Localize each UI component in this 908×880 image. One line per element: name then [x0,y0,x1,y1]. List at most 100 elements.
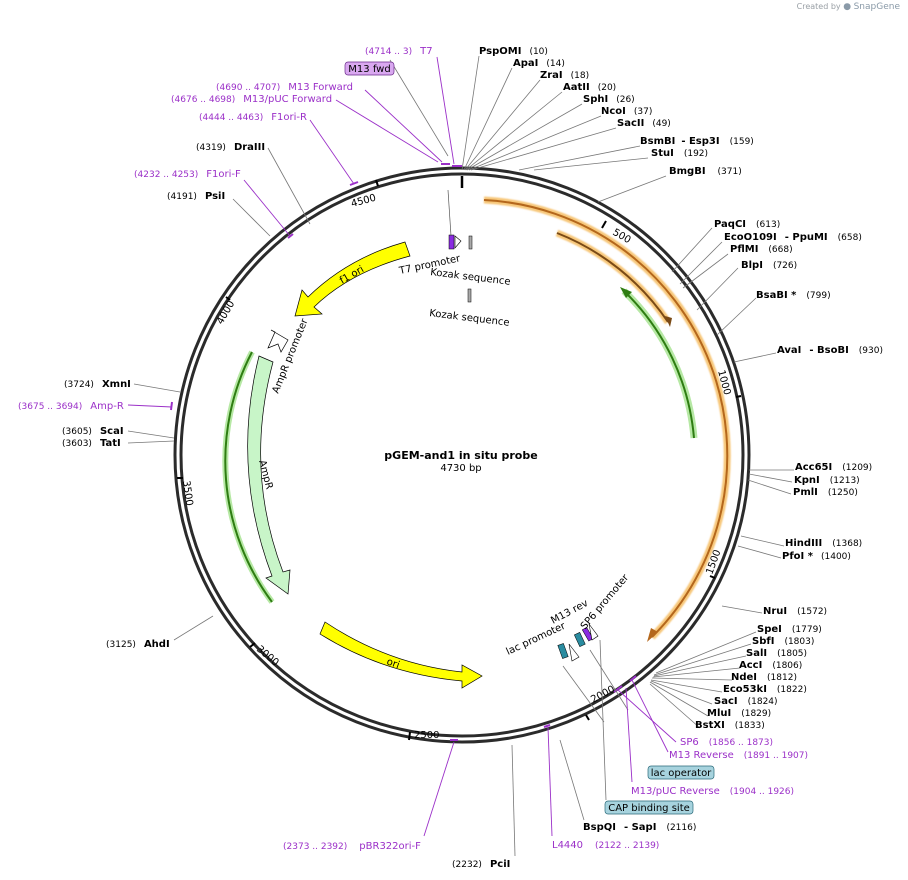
primer-label-m13-forward: (4690 .. 4707)M13 Forward [216,82,353,93]
site-label-psii: (4191)PsiI [167,191,225,202]
primer-label-amp-r: (3675 .. 3694)Amp-R [18,401,124,412]
leader-line [464,79,541,171]
kozak-label-2: Kozak sequence [429,308,510,329]
leader-line [461,55,480,171]
primer-leader-line [631,679,669,753]
site-label-scai: (3605)ScaI [62,426,124,437]
site-label-pcii: (2232)PciI [452,859,510,870]
primer-label-m13-reverse: M13 Reverse(1891 .. 1907) [669,750,808,761]
site-label-sali: SalI(1805) [746,648,807,659]
plasmid-name: pGEM-and1 in situ probe [384,449,537,462]
plasmid-length: 4730 bp [440,463,481,474]
primer-mark-m13rev [629,675,637,682]
site-label-xmni: (3724)XmnI [64,379,131,390]
site-label-ahdi: (3125)AhdI [106,639,170,650]
cap-site-block [573,632,586,648]
tick-marks [177,179,742,741]
site-label-apai: ApaI(14) [513,58,565,69]
lac-operator-box [647,765,715,780]
leader-line [533,157,649,171]
site-label-hindiii: HindIII(1368) [785,538,862,549]
tick-mark [225,296,231,301]
primer-label-f1ori-r: (4444 .. 4463)F1ori-R [199,112,307,123]
snapgene-credit: Created by ● SnapGene [796,2,900,12]
tick-label-2000: 2000 [589,684,617,706]
leader-line [655,631,757,674]
leader-line [649,683,701,729]
lac-promoter-label: lac promoter [505,620,568,657]
primer-leader-line [423,741,455,837]
leader-line [562,665,605,723]
leader-line [470,127,617,171]
leader-line [679,241,723,285]
leader-line [740,535,785,547]
site-label-ecoo109i: EcoO109I- PpuMI(658) [724,232,862,243]
green-arc-arrowhead [620,287,632,298]
m13-fwd-box [344,61,395,76]
site-label-stui: StuI(192) [651,148,708,159]
primer-mark-amp-r [170,401,173,411]
tick-mark [585,714,590,721]
site-label-acc65i: Acc65I(1209) [795,462,872,473]
primer-leader-line [335,99,439,163]
ori-label: ori [385,656,401,671]
kozak-label-1: Kozak sequence [430,267,511,288]
site-label-ncoi: NcoI(37) [601,106,652,117]
leader-line [133,383,181,393]
site-label-tati: (3603)TatI [62,438,121,449]
leader-line [518,145,641,171]
site-label-nrui: NruI(1572) [763,606,827,617]
snapgene-logo-icon: ● [843,2,852,12]
plasmid-title-block: pGEM-and1 in situ probe 4730 bp [384,449,537,474]
site-label-saci: SacI(1824) [714,696,778,707]
leader-line [127,430,175,439]
ampr-promoter-label: AmpR promoter [271,317,311,396]
leader-line [649,681,709,717]
leader-line [650,680,713,705]
leader-line [127,440,175,444]
leader-line [466,103,583,171]
leader-line [267,147,311,225]
kozak-block-2 [467,288,472,303]
site-label-bsmbi: BsmBI- Esp3I(159) [640,136,754,147]
site-label-sphi: SphI(26) [583,94,635,105]
leader-line [389,59,449,157]
insert-arc-outer [483,199,729,638]
leader-line [651,677,733,681]
tick-mark [375,179,379,187]
t7-primer-block [448,234,455,250]
ori-feature: ori [319,621,483,689]
green-arc [623,290,695,439]
primer-label-m13-puc-forward: (4676 .. 4698)M13/pUC Forward [171,94,332,105]
site-label-bmgbi: BmgBI(371) [669,166,742,177]
site-label-pfoi: PfoI *(1400) [782,551,851,562]
site-label-paqci: PaqCI(613) [714,219,780,230]
primer-leader-line [309,119,355,185]
leader-line [653,643,752,676]
leader-line [733,352,777,363]
leader-line [652,667,741,678]
ampr-promoter-arrow [267,329,289,353]
primer-leader-lines [127,56,677,837]
site-label-aatii: AatII(20) [563,82,616,93]
ampr-arrow [247,355,291,595]
leader-line [468,115,602,171]
tick-label-2500: 2500 [414,730,439,741]
boxed-labels: M13 fwd lac operator CAP binding site [344,61,715,815]
leader-line [232,198,271,237]
leader-line [465,91,563,171]
insert-arc-inner-arrowhead [665,316,672,327]
site-label-pspomi: PspOMI(10) [479,46,548,57]
leader-line [463,67,513,171]
cap-site-label: CAP binding site [608,803,690,814]
tick-mark [601,220,607,229]
primer-label-l4440: L4440(2122 .. 2139) [552,840,659,851]
primer-leader-line [617,689,677,743]
ampr-feature: AmpR [247,355,291,595]
leader-line [737,545,782,559]
leader-line [650,679,723,693]
tick-mark [709,575,716,579]
site-label-avai: AvaI- BsoBI(930) [777,345,883,356]
primer-leader-line [436,56,455,165]
